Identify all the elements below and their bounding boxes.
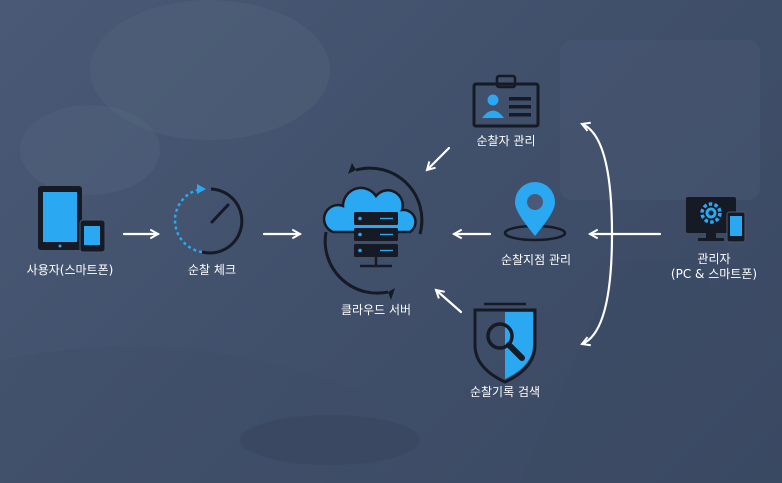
patrol-check-label: 순찰 체크 [188, 263, 236, 277]
admin-label-line1: 관리자 [697, 252, 731, 266]
arrow-admin-fork [580, 121, 614, 347]
admin-label: 관리자 (PC & 스마트폰) [671, 252, 757, 282]
arrow-patroller-to-server [425, 146, 451, 172]
patroller-management-label: 순찰자 관리 [476, 134, 536, 148]
arrow-search-to-server [434, 288, 463, 314]
flow-arrows [122, 121, 662, 347]
tablet-phone-icon [38, 186, 106, 253]
location-pin-icon [503, 182, 567, 242]
cloud-server-icon [322, 163, 424, 300]
monitor-gear-icon [686, 197, 746, 243]
cloud-server-label: 클라우드 서버 [340, 303, 412, 317]
dial-check-icon [173, 184, 244, 255]
record-search-label: 순찰기록 검색 [469, 385, 541, 399]
user-device-label: 사용자(스마트폰) [26, 263, 114, 277]
checkpoint-management-label: 순찰지점 관리 [500, 253, 572, 267]
id-card-icon [472, 74, 540, 128]
admin-label-line2: (PC & 스마트폰) [670, 267, 758, 281]
shield-search-icon [473, 302, 537, 384]
